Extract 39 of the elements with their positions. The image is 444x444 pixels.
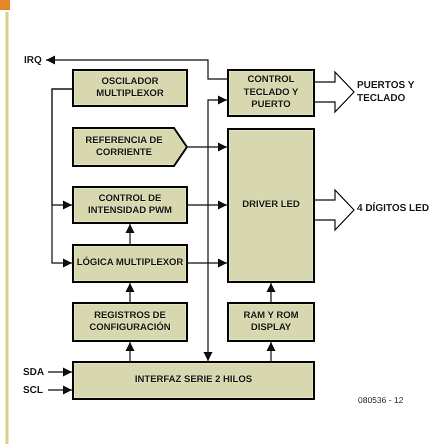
output-arrow (314, 70, 355, 114)
block-label: CONTROL DE INTENSIDAD PWM (87, 192, 173, 218)
arrow (188, 200, 227, 210)
arrow (126, 283, 134, 302)
arrow (48, 386, 72, 394)
arrow (51, 88, 72, 268)
pentagon-block (72, 127, 188, 167)
signal-label: IRQ (24, 54, 42, 66)
block-label: LÓGICA MULTIPLEXOR (76, 257, 184, 270)
block-box (227, 302, 315, 342)
block-label: OSCILADOR MULTIPLEXOR (95, 76, 165, 100)
arrow (188, 258, 227, 268)
arrow (266, 283, 276, 302)
figure-number: 080536 - 12 (358, 395, 404, 405)
arrow (126, 342, 134, 361)
block-label: DRIVER LED (242, 199, 300, 212)
block-label: REFERENCIA DE CORRIENTE (84, 134, 164, 160)
signal-label: PUERTOS Y TECLADO (357, 79, 416, 105)
block-box (72, 302, 188, 342)
block-box (72, 244, 188, 283)
block-label: INTERFAZ SERIE 2 HILOS (134, 374, 252, 387)
block-box (72, 361, 315, 400)
output-arrow (314, 188, 355, 232)
block-box (72, 186, 188, 224)
arrow (204, 96, 227, 361)
block-box (227, 128, 315, 283)
signal-label: SCL (23, 384, 43, 396)
arrow (126, 224, 134, 244)
block-box (72, 69, 188, 107)
arrow (48, 368, 72, 376)
block-box (227, 69, 315, 117)
arrow (46, 56, 227, 80)
block-label: REGISTROS DE CONFIGURACIÓN (88, 310, 172, 334)
block-label: RAM Y ROM DISPLAY (242, 310, 300, 334)
signal-label: SDA (23, 366, 44, 378)
arrow (188, 142, 227, 152)
block-label: CONTROL TECLADO Y PUERTO (242, 74, 300, 112)
arrow (266, 342, 276, 361)
signal-label: 4 DÍGITOS LED (357, 202, 430, 214)
